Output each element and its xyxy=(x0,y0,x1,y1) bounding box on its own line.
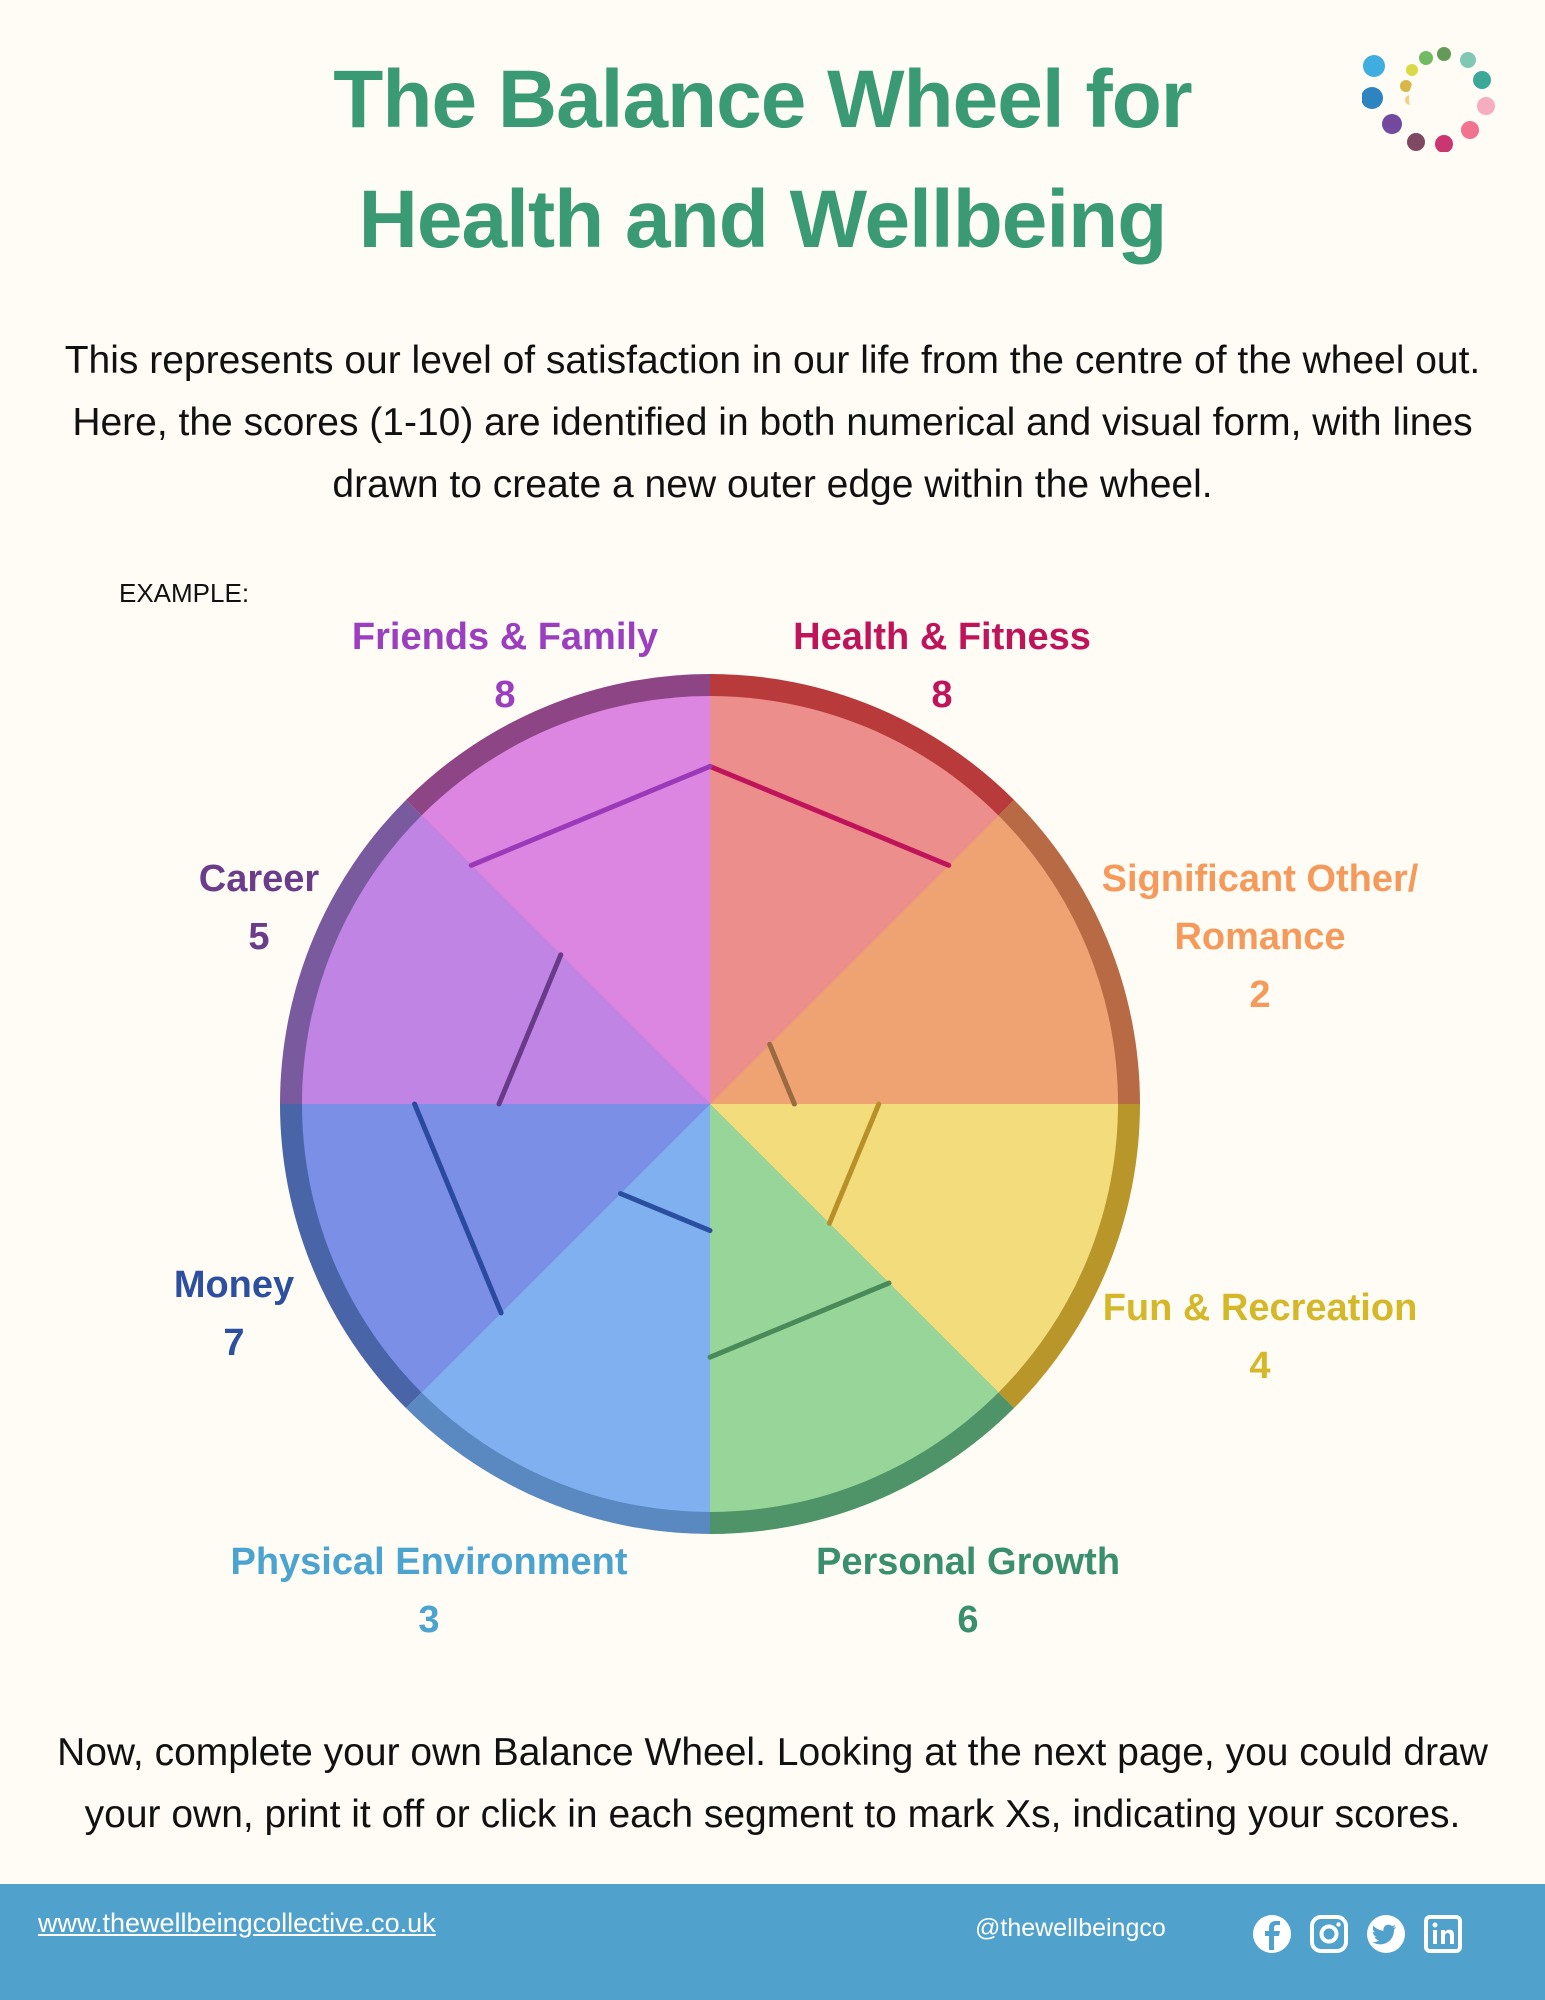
segment-label: Career 5 xyxy=(0,850,559,966)
segment-label: Fun & Recreation 4 xyxy=(960,1279,1545,1395)
score-line xyxy=(826,1101,882,1226)
segment-name: Personal Growth xyxy=(815,1541,1121,1583)
segment-name: Romance xyxy=(1174,916,1346,958)
score-line xyxy=(617,1191,713,1234)
segment-score: 8 xyxy=(931,674,953,716)
score-line xyxy=(412,1101,504,1316)
segment-name: Career xyxy=(198,858,320,900)
linkedin-icon[interactable] xyxy=(1423,1914,1463,1954)
segment-label: Friends & Family 8 xyxy=(205,608,805,724)
social-handle: @thewellbeingco xyxy=(975,1914,1166,1942)
social-icons xyxy=(1252,1914,1463,1954)
facebook-icon[interactable] xyxy=(1252,1914,1292,1954)
intro-paragraph: This represents our level of satisfactio… xyxy=(64,339,1481,506)
segment-name: Money xyxy=(173,1264,295,1306)
segment-label: Health & Fitness 8 xyxy=(642,608,1242,724)
wheel-segment xyxy=(302,815,710,1104)
wheel-segment xyxy=(710,1104,999,1512)
website-link[interactable]: www.thewellbeingcollective.co.uk xyxy=(38,1908,436,1938)
example-label: EXAMPLE: xyxy=(119,578,250,608)
score-line xyxy=(468,763,713,868)
segment-label: Personal Growth 6 xyxy=(668,1533,1268,1649)
segment-score: 4 xyxy=(1249,1345,1271,1387)
wheel-segment xyxy=(710,1104,1118,1393)
wheel-segment xyxy=(302,1104,710,1393)
score-line xyxy=(767,1041,797,1107)
page-title: The Balance Wheel for Health and Wellbei… xyxy=(333,54,1192,265)
wheel-segment xyxy=(421,1104,710,1512)
segment-label: Money 7 xyxy=(0,1256,534,1372)
segment-score: 8 xyxy=(494,674,516,716)
score-line xyxy=(496,952,564,1107)
segment-name: Health & Fitness xyxy=(793,616,1091,658)
segment-score: 6 xyxy=(957,1599,979,1641)
segment-name: Fun & Recreation xyxy=(1102,1287,1418,1329)
segment-score: 5 xyxy=(248,916,270,958)
segment-name: Significant Other/ xyxy=(1101,858,1419,900)
segment-score: 7 xyxy=(223,1322,245,1364)
segment-name: Physical Environment xyxy=(230,1541,628,1583)
footer: www.thewellbeingcollective.co.uk @thewel… xyxy=(0,1884,1545,2000)
score-line xyxy=(707,763,952,868)
segment-label: Physical Environment 3 xyxy=(129,1533,729,1649)
outro-paragraph: Now, complete your own Balance Wheel. Lo… xyxy=(57,1731,1488,1836)
wellbeing-collective-logo xyxy=(1362,47,1495,152)
wheel-segment xyxy=(710,815,1118,1104)
score-line xyxy=(707,1280,892,1360)
segment-score: 3 xyxy=(418,1599,440,1641)
twitter-icon[interactable] xyxy=(1366,1914,1406,1954)
segment-name: Friends & Family xyxy=(351,616,659,658)
instagram-icon[interactable] xyxy=(1309,1914,1349,1954)
segment-label: Significant Other/Romance 2 xyxy=(960,850,1545,1024)
segment-score: 2 xyxy=(1249,974,1271,1016)
